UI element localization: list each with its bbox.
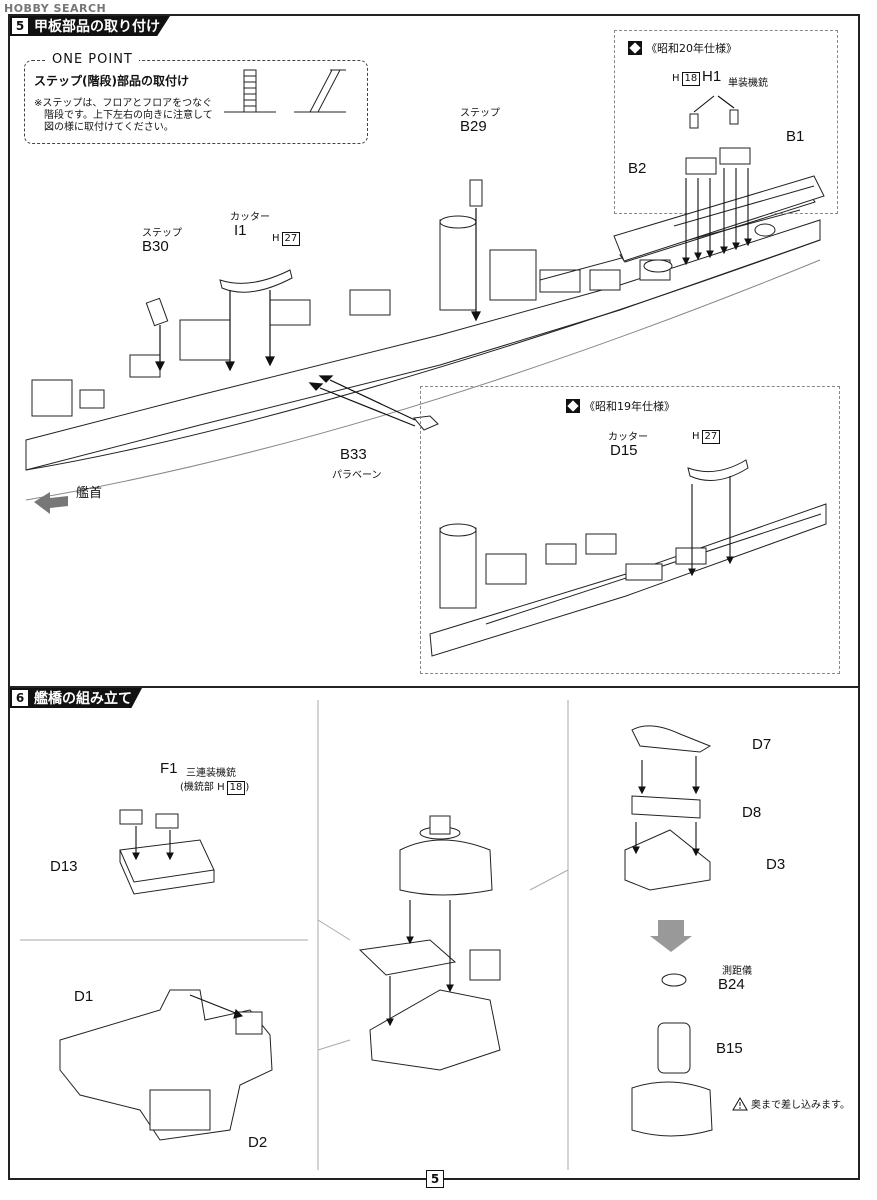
inset-showa19 (420, 386, 840, 674)
d15-caption: カッター (608, 432, 648, 443)
bridge-assembly-drawing (59, 725, 713, 1141)
d15-ref-number: 27 (701, 430, 721, 444)
step5-header: 5 甲板部品の取り付け (10, 16, 170, 36)
inset-showa20-drawing (613, 95, 825, 266)
b15-label: B15 (716, 1040, 743, 1057)
step6-header: 6 艦橋の組み立て (10, 688, 142, 708)
step6-title: 艦橋の組み立て (34, 691, 132, 707)
d13-label: D13 (50, 858, 78, 875)
b2-label: B2 (628, 160, 647, 177)
one-point-box (24, 60, 368, 144)
i1-label: I1 (234, 222, 247, 239)
b29-label: B29 (460, 118, 487, 135)
b33-label: B33 (340, 446, 367, 463)
one-point-note-1: ※ステップは、フロアとフロアをつなぐ (34, 98, 213, 109)
bow-label: 艦首 (76, 486, 103, 501)
h1-caption: 単装機銃 (728, 78, 768, 89)
b30-caption: ステップ (142, 228, 182, 239)
b33-caption: パラベーン (332, 470, 382, 481)
f1-caption: 三連装機銃 (186, 768, 236, 779)
step5-title: 甲板部品の取り付け (34, 19, 160, 35)
d2-label: D2 (248, 1134, 268, 1151)
warning-icon (732, 1096, 748, 1110)
d15-ref-prefix: H (692, 431, 700, 442)
step6-number: 6 (12, 690, 28, 706)
b29-caption: ステップ (460, 108, 500, 119)
inset-showa20-title: 《昭和20年仕様》 (628, 40, 737, 56)
watermark: HOBBY SEARCH (4, 2, 107, 15)
step5-number: 5 (12, 18, 28, 34)
i1-caption: カッター (230, 212, 270, 223)
f1-sub-suffix: ) (245, 782, 250, 793)
b24-label: B24 (718, 976, 745, 993)
one-point-heading: ONE POINT (46, 52, 139, 67)
h1-ref-prefix: H (672, 73, 680, 84)
f1-sub-prefix: (機銃部 H (180, 782, 225, 793)
d8-label: D8 (742, 804, 762, 821)
inset-showa19-title: 《昭和19年仕様》 (566, 398, 675, 414)
b24-caption: 測距儀 (722, 966, 752, 977)
h1-label: H1 (702, 68, 722, 85)
stair-diagram-icon (224, 69, 346, 113)
d3-label: D3 (766, 856, 786, 873)
inset-showa20-title-text: 《昭和20年仕様》 (646, 42, 737, 55)
d15-label: D15 (610, 442, 638, 459)
one-point-note-3: 図の様に取付けてください。 (44, 122, 174, 133)
spec-icon-19 (566, 399, 580, 413)
warning-text: 奥まで差し込みます。 (751, 1100, 850, 1111)
inset-showa19-title-text: 《昭和19年仕様》 (584, 400, 675, 413)
f1-sub-ref: 18 (226, 781, 246, 795)
b30-label: B30 (142, 238, 169, 255)
d7-label: D7 (752, 736, 772, 753)
i1-ref-number: 27 (281, 232, 301, 246)
one-point-subtitle: ステップ(階段)部品の取付け (34, 74, 189, 88)
page-number: 5 (426, 1170, 444, 1188)
b1-label: B1 (786, 128, 805, 145)
warning-note: 奥まで差し込みます。 (732, 1096, 850, 1111)
d1-label: D1 (74, 988, 94, 1005)
f1-label: F1 (160, 760, 178, 777)
one-point-note-2: 階段です。上下左右の向きに注意して (44, 110, 213, 121)
inset-showa19-drawing (429, 459, 827, 657)
i1-ref-prefix: H (272, 233, 280, 244)
step6-dividers (20, 700, 569, 1170)
spec-icon (628, 41, 642, 55)
h1-ref-number: 18 (681, 72, 701, 86)
